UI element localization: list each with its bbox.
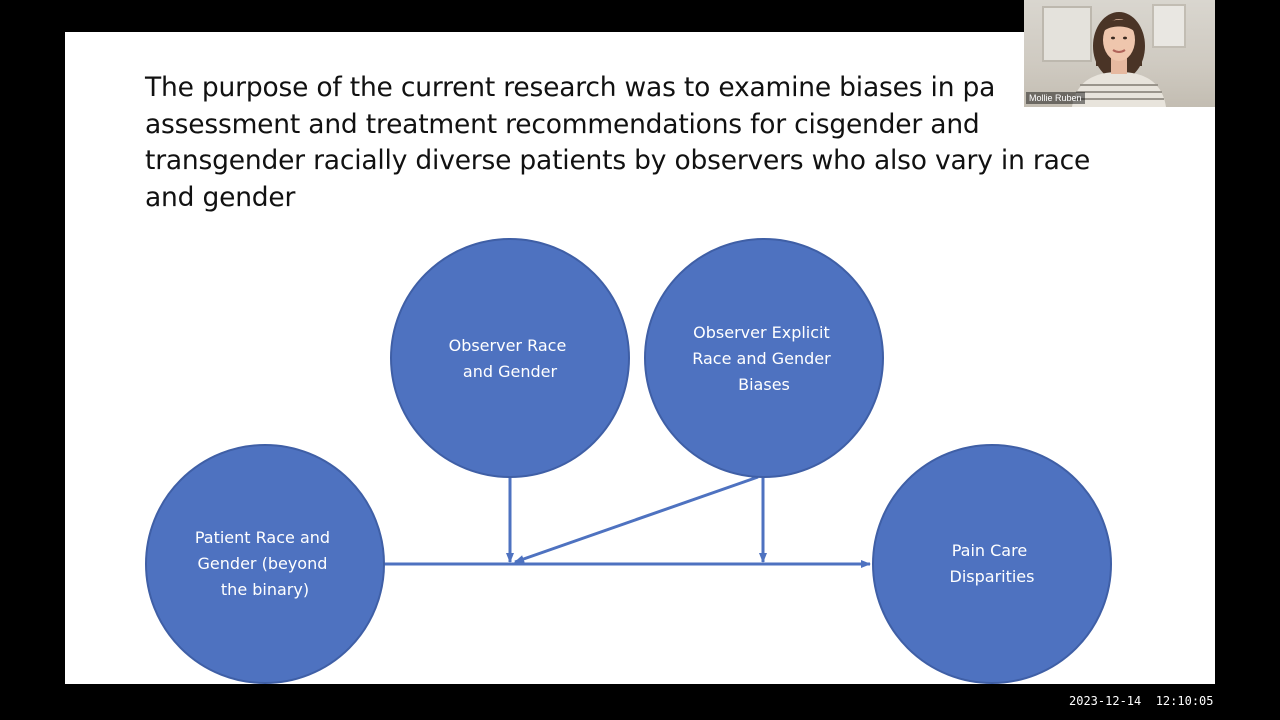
node-patient-race-gender-line-2: Gender (beyond — [198, 554, 328, 573]
node-pain-care-disparities-line-1: Pain Care — [952, 541, 1027, 560]
arrow-biases-diagonal-to-observer-path — [514, 475, 759, 564]
node-observer-race-gender-line-1: Observer Race — [449, 336, 567, 355]
node-observer-biases-line-1: Observer Explicit — [693, 323, 830, 342]
node-observer-biases-line-3: Biases — [738, 375, 790, 394]
slide-title: The purpose of the current research was … — [145, 70, 1155, 216]
node-patient-race-gender: Patient Race and Gender (beyond the bina… — [145, 444, 385, 684]
svg-text:Observer Explicit Ra: Observer Explicit Race and Gender Biases — [692, 323, 836, 394]
node-patient-race-gender-line-1: Patient Race and — [195, 528, 330, 547]
presentation-slide: The purpose of the current research was … — [65, 32, 1215, 684]
node-observer-biases-line-2: Race and Gender — [692, 349, 831, 368]
background-frame — [1152, 4, 1186, 48]
svg-text:Pain Care Disparitie: Pain Care Disparities — [950, 541, 1035, 586]
recording-timestamp: 2023-12-14 12:10:05 — [1069, 694, 1214, 708]
svg-text:Patient Race and Gen: Patient Race and Gender (beyond the bina… — [195, 528, 335, 599]
slide-title-line-1: The purpose of the current research was … — [145, 72, 996, 103]
participant-avatar — [1072, 12, 1166, 107]
node-patient-race-gender-line-3: the binary) — [221, 580, 309, 599]
slide-title-line-3: transgender racially diverse patients by… — [145, 145, 1091, 176]
node-observer-biases: Observer Explicit Race and Gender Biases — [644, 238, 884, 478]
background-frame — [1042, 6, 1092, 62]
node-pain-care-disparities-line-2: Disparities — [950, 567, 1035, 586]
participant-name-label: Mollie Ruben — [1026, 92, 1085, 104]
node-pain-care-disparities: Pain Care Disparities — [872, 444, 1112, 684]
node-observer-race-gender: Observer Race and Gender — [390, 238, 630, 478]
slide-title-line-4: and gender — [145, 181, 296, 213]
slide-title-line-2: assessment and treatment recommendations… — [145, 108, 980, 140]
svg-text:Observer Race and Ge: Observer Race and Gender — [449, 336, 572, 381]
moderation-diagram: Observer Race and Gender Observer Explic… — [145, 238, 1112, 684]
participant-video-tile[interactable]: Mollie Ruben — [1024, 0, 1215, 107]
node-observer-race-gender-line-2: and Gender — [463, 362, 558, 381]
